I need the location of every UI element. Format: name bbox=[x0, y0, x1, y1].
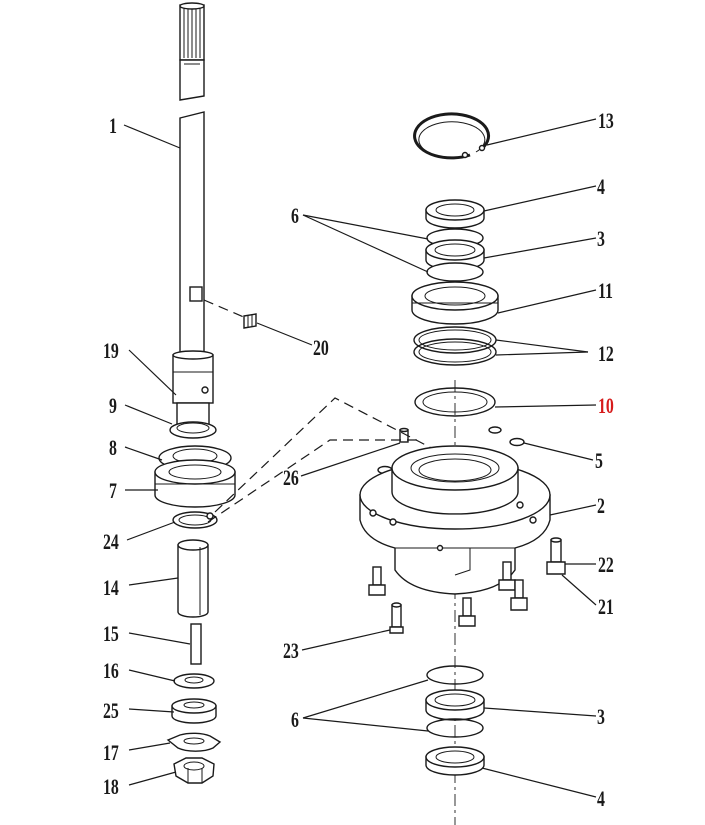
callout-24: 24 bbox=[103, 531, 119, 555]
ring-part-11 bbox=[411, 281, 499, 325]
callout-4-bottom: 4 bbox=[597, 788, 605, 812]
bearing-cup-part-4-bottom bbox=[425, 746, 485, 776]
washer-part-16 bbox=[173, 673, 215, 689]
callout-3-top: 3 bbox=[597, 228, 605, 252]
callout-6-bottom: 6 bbox=[291, 709, 299, 733]
assembly-dash-line-upper bbox=[214, 397, 446, 513]
callout-26: 26 bbox=[283, 467, 299, 491]
washers-part-5 bbox=[377, 426, 525, 475]
bolt-part-22 bbox=[546, 537, 566, 575]
callout-21: 21 bbox=[598, 596, 614, 620]
callout-5: 5 bbox=[595, 450, 603, 474]
orings-part-12 bbox=[413, 326, 497, 366]
circlip-part-24 bbox=[172, 511, 218, 529]
key-part-20 bbox=[243, 313, 257, 329]
callout-13: 13 bbox=[598, 110, 614, 134]
leader-lines bbox=[123, 118, 597, 798]
callout-16: 16 bbox=[103, 660, 119, 684]
callout-10: 10 bbox=[598, 395, 614, 419]
callout-11: 11 bbox=[598, 280, 613, 304]
callout-3-bottom: 3 bbox=[597, 706, 605, 730]
callout-labels: 1 2 3 3 4 4 5 6 6 7 8 9 10 11 12 13 14 1… bbox=[103, 110, 614, 812]
bearing-part-25 bbox=[171, 698, 217, 724]
callout-7: 7 bbox=[109, 480, 117, 504]
sleeve-part-14 bbox=[177, 539, 209, 618]
seal-bearing-part-3-top bbox=[425, 228, 485, 282]
bolts-part-21 bbox=[368, 561, 528, 627]
bearing-part-7 bbox=[154, 459, 236, 508]
snap-ring-part-13 bbox=[413, 112, 491, 160]
nut-part-18 bbox=[173, 757, 215, 784]
key-part-15 bbox=[190, 623, 202, 665]
seal-bearing-part-3-bottom bbox=[425, 665, 485, 738]
callout-8: 8 bbox=[109, 437, 117, 461]
assembly-dash-line-lower bbox=[207, 439, 420, 523]
callout-18: 18 bbox=[103, 776, 119, 800]
callout-1: 1 bbox=[109, 115, 117, 139]
callout-4-top: 4 bbox=[597, 176, 605, 200]
callout-15: 15 bbox=[103, 623, 119, 647]
callout-6-top: 6 bbox=[291, 205, 299, 229]
callout-2: 2 bbox=[597, 495, 605, 519]
ring-part-9 bbox=[169, 421, 217, 439]
callout-9: 9 bbox=[109, 395, 117, 419]
bearing-cup-part-4-top bbox=[425, 199, 485, 229]
callout-25: 25 bbox=[103, 700, 119, 724]
bolt-part-23 bbox=[389, 602, 404, 634]
drive-shaft bbox=[172, 2, 214, 426]
callout-19: 19 bbox=[103, 340, 119, 364]
callout-12: 12 bbox=[598, 343, 614, 367]
lockwasher-part-17 bbox=[166, 732, 222, 752]
callout-23: 23 bbox=[283, 640, 299, 664]
callout-14: 14 bbox=[103, 577, 119, 601]
callout-22: 22 bbox=[598, 554, 614, 578]
housing-part-2 bbox=[359, 445, 551, 595]
callout-20: 20 bbox=[313, 337, 329, 361]
key-dash-line bbox=[203, 299, 247, 319]
callout-17: 17 bbox=[103, 742, 119, 766]
